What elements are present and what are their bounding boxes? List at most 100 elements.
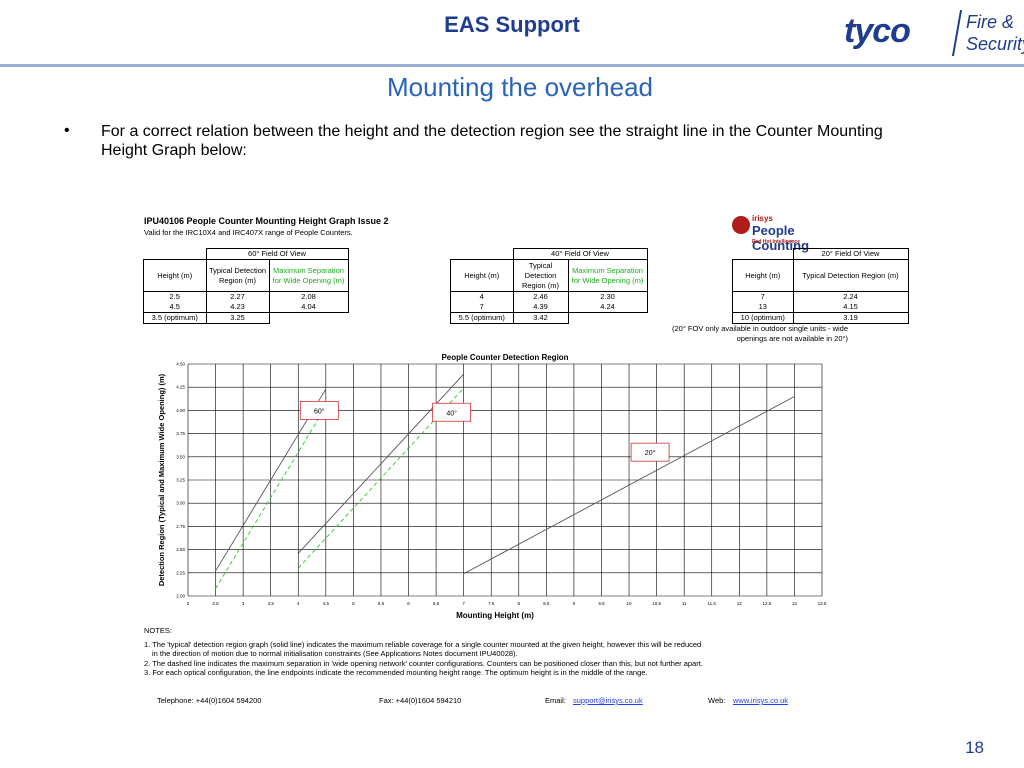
fov20-note: (20° FOV only available in outdoor singl…: [671, 324, 848, 343]
typical-cell: 2.27 4.23: [205, 291, 270, 313]
x-tick-label: 11: [682, 601, 687, 606]
bullet-icon: •: [64, 122, 70, 139]
y-tick-label: 4.50: [176, 362, 185, 367]
x-tick-label: 6.5: [433, 601, 440, 606]
fov-title: 40° Field Of View: [512, 248, 648, 260]
bullet-text: For a correct relation between the heigh…: [101, 123, 883, 159]
x-tick-label: 9.5: [598, 601, 605, 606]
col-height: Height (m): [143, 259, 207, 292]
x-tick-label: 5.5: [378, 601, 385, 606]
optimum-value: 3.25: [205, 312, 270, 324]
x-tick-label: 12: [737, 601, 743, 606]
annotation-box: [299, 401, 339, 420]
x-tick-label: 3.5: [268, 601, 275, 606]
x-tick-label: 10.5: [652, 601, 661, 606]
doc-title: IPU40106 People Counter Mounting Height …: [144, 216, 389, 226]
annotation-label: 40°: [446, 409, 457, 417]
annotation-box: [432, 402, 472, 422]
typical-cell: 2.46 4.39: [512, 291, 569, 313]
web-label: Web:: [708, 696, 726, 705]
y-tick-label: 2.25: [176, 570, 185, 575]
note-1-cont: in the direction of motion due to normal…: [152, 649, 518, 658]
series-line-solid: [463, 396, 795, 575]
x-tick-label: 4.5: [323, 601, 330, 606]
y-tick-label: 4.00: [176, 408, 185, 413]
heights-cell: 4 7: [450, 291, 514, 313]
y-tick-label: 2.00: [176, 594, 185, 599]
logo-sub2: Security: [966, 34, 1024, 54]
series-line-dashed: [215, 406, 327, 589]
x-tick-label: 10: [627, 601, 633, 606]
irisys-logo-icon: [732, 216, 750, 234]
header-divider: [0, 64, 1024, 67]
x-tick-label: 5: [352, 601, 355, 606]
col-height: Height (m): [732, 259, 794, 292]
logo-divider: [951, 10, 963, 56]
tyco-logo: tyco Fire & Security: [844, 6, 1024, 58]
x-tick-label: 7.5: [488, 601, 495, 606]
heights-cell: 7 13: [732, 291, 794, 313]
y-tick-label: 3.50: [176, 454, 185, 459]
optimum-label: 5.5 (optimum): [450, 312, 514, 324]
x-tick-label: 8: [518, 601, 521, 606]
email-link[interactable]: support@irisys.co.uk: [573, 696, 643, 705]
y-tick-label: 2.75: [176, 524, 185, 529]
col-max: Maximum Separation for Wide Opening (m): [567, 259, 648, 292]
fov-table-40: 40° Field Of View Height (m)Typical Dete…: [450, 248, 648, 324]
telephone: Telephone: +44(0)1604 594200: [157, 696, 262, 705]
header-title: EAS Support: [444, 12, 580, 37]
col-max: Maximum Separation for Wide Opening (m): [268, 259, 349, 292]
y-tick-label: 3.00: [176, 501, 185, 506]
web-link[interactable]: www.irisys.co.uk: [733, 696, 789, 705]
doc-subtitle: Valid for the IRC10X4 and IRC407X range …: [144, 228, 353, 237]
col-typical: Typical Detection Region (m): [512, 259, 569, 292]
y-tick-label: 3.25: [176, 478, 185, 483]
x-tick-label: 11.5: [708, 601, 717, 606]
x-tick-label: 4: [297, 601, 300, 606]
optimum-label: 3.5 (optimum): [143, 312, 207, 324]
col-typical: Typical Detection Region (m): [205, 259, 270, 292]
max-cell: 2.30 4.24: [567, 291, 648, 313]
notes: NOTES: 1. The 'typical' detection region…: [144, 626, 864, 678]
irisys-logo: irisys People Counting Red Hot Intellige…: [732, 212, 844, 253]
y-tick-label: 3.75: [176, 431, 185, 436]
optimum-label: 10 (optimum): [732, 312, 794, 324]
heights-cell: 2.5 4.5: [143, 291, 207, 313]
x-tick-label: 8.5: [543, 601, 550, 606]
x-tick-label: 3: [242, 601, 245, 606]
note-1: 1. The 'typical' detection region graph …: [144, 639, 702, 649]
y-tick-label: 2.50: [176, 547, 185, 552]
fov-table-60: 60° Field Of View Height (m)Typical Dete…: [143, 248, 349, 324]
y-tick-label: 4.25: [176, 385, 185, 390]
x-tick-label: 2: [187, 601, 190, 606]
col-typical: Typical Detection Region (m): [792, 259, 909, 292]
col-height: Height (m): [450, 259, 514, 292]
optimum-value: 3.19: [792, 312, 909, 324]
optimum-value: 3.42: [512, 312, 569, 324]
fov-title: 20° Field Of View: [792, 248, 909, 260]
x-tick-label: 6: [407, 601, 410, 606]
annotation-label: 20°: [645, 449, 656, 457]
brand-name: irisys: [752, 214, 773, 223]
logo-text: tyco: [844, 12, 911, 50]
x-tick-label: 12.5: [762, 601, 771, 606]
max-cell: 2.08 4.04: [268, 291, 349, 313]
x-tick-label: 9: [573, 601, 576, 606]
x-tick-label: 13: [792, 601, 798, 606]
fov-title: 60° Field Of View: [205, 248, 349, 260]
fax: Fax: +44(0)1604 594210: [379, 696, 462, 705]
x-tick-label: 13.5: [818, 601, 827, 606]
brand-tagline: Red Hot Intelligence: [752, 239, 801, 245]
x-tick-label: 2.5: [212, 601, 219, 606]
note-3: 3. For each optical configuration, the l…: [144, 668, 648, 677]
typical-cell: 2.24 4.15: [792, 291, 909, 313]
note-2: 2. The dashed line indicates the maximum…: [144, 658, 703, 668]
email-label: Email:: [545, 696, 566, 705]
annotation-box: [630, 442, 670, 462]
y-axis-label: Detection Region (Typical and Maximum Wi…: [157, 373, 166, 586]
annotation-label: 60°: [314, 407, 325, 415]
x-tick-label: 7: [462, 601, 465, 606]
detection-region-chart: People Counter Detection Region 2 2.5 3 3.5 4…: [157, 353, 827, 620]
chart-title: People Counter Detection Region: [441, 353, 568, 362]
x-axis-label: Mounting Height (m): [456, 611, 534, 620]
